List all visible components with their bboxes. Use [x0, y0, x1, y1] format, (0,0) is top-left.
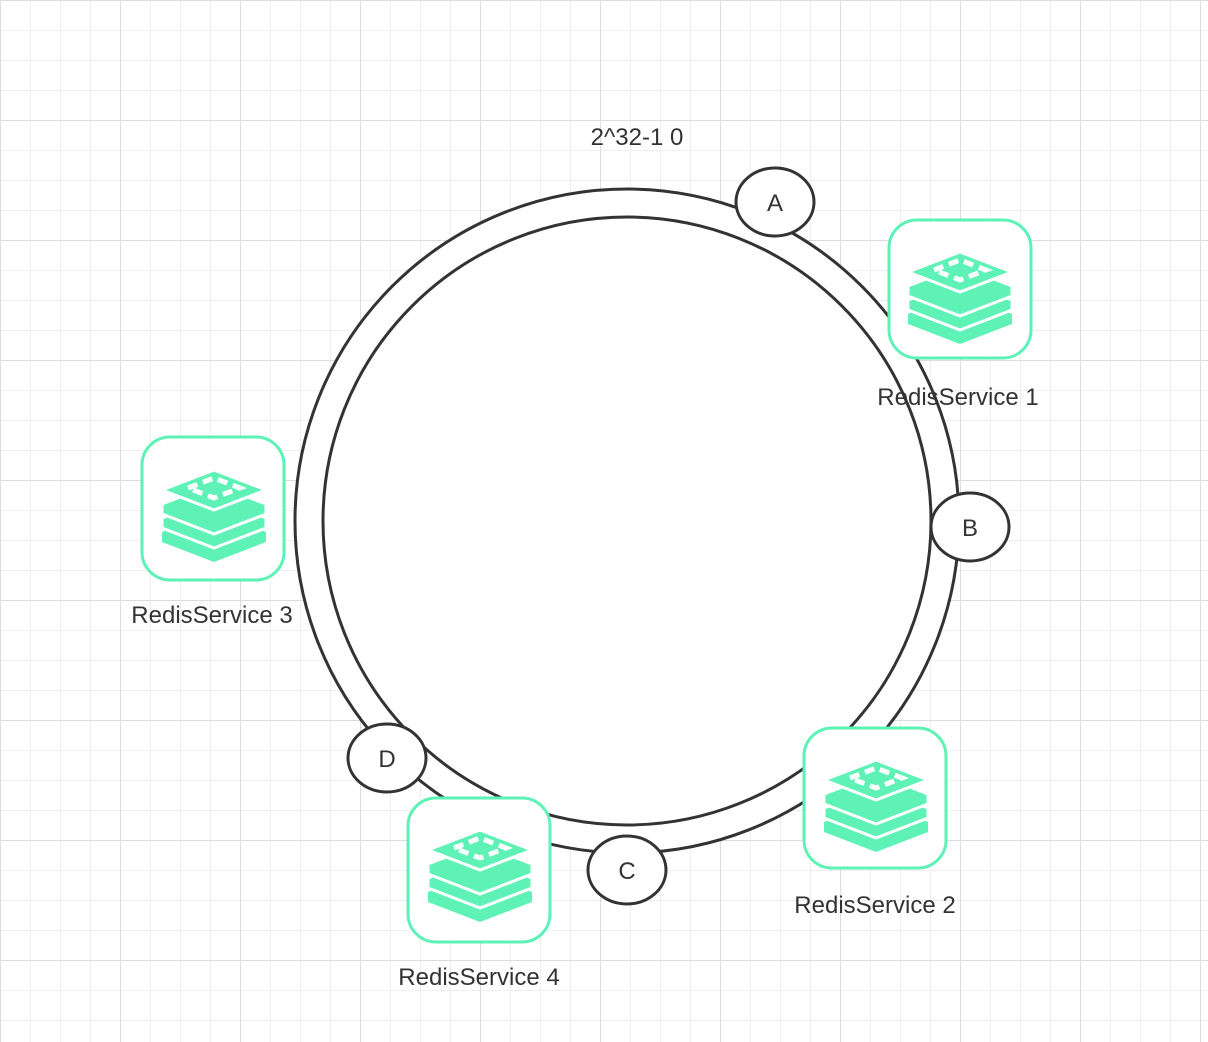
redis-service-4-label: RedisService 4: [398, 964, 559, 991]
hash-node-b-label: B: [962, 515, 978, 542]
redis-service-1[interactable]: RedisService 1: [877, 218, 1039, 411]
redis-service-1-label: RedisService 1: [877, 384, 1038, 411]
hash-node-d-label: D: [378, 746, 395, 773]
hash-node-b[interactable]: B: [929, 491, 1011, 563]
redis-service-2[interactable]: RedisService 2: [794, 726, 956, 919]
redis-service-3-label: RedisService 3: [131, 602, 292, 629]
redis-service-2-label: RedisService 2: [794, 892, 955, 919]
hash-node-c-label: C: [618, 858, 635, 885]
hash-node-a[interactable]: A: [734, 166, 816, 238]
hash-node-d[interactable]: D: [346, 722, 428, 794]
redis-service-4[interactable]: RedisService 4: [398, 796, 560, 991]
redis-service-3[interactable]: RedisService 3: [131, 435, 293, 629]
hash-node-d-circle: [346, 722, 428, 794]
hash-node-a-label: A: [767, 190, 783, 217]
hash-node-c-circle: [586, 834, 668, 906]
hash-node-c[interactable]: C: [586, 834, 668, 906]
hash-node-b-circle: [929, 491, 1011, 563]
ring-range-label: 2^32-1 0: [591, 124, 684, 151]
hash-node-a-circle: [734, 166, 816, 238]
